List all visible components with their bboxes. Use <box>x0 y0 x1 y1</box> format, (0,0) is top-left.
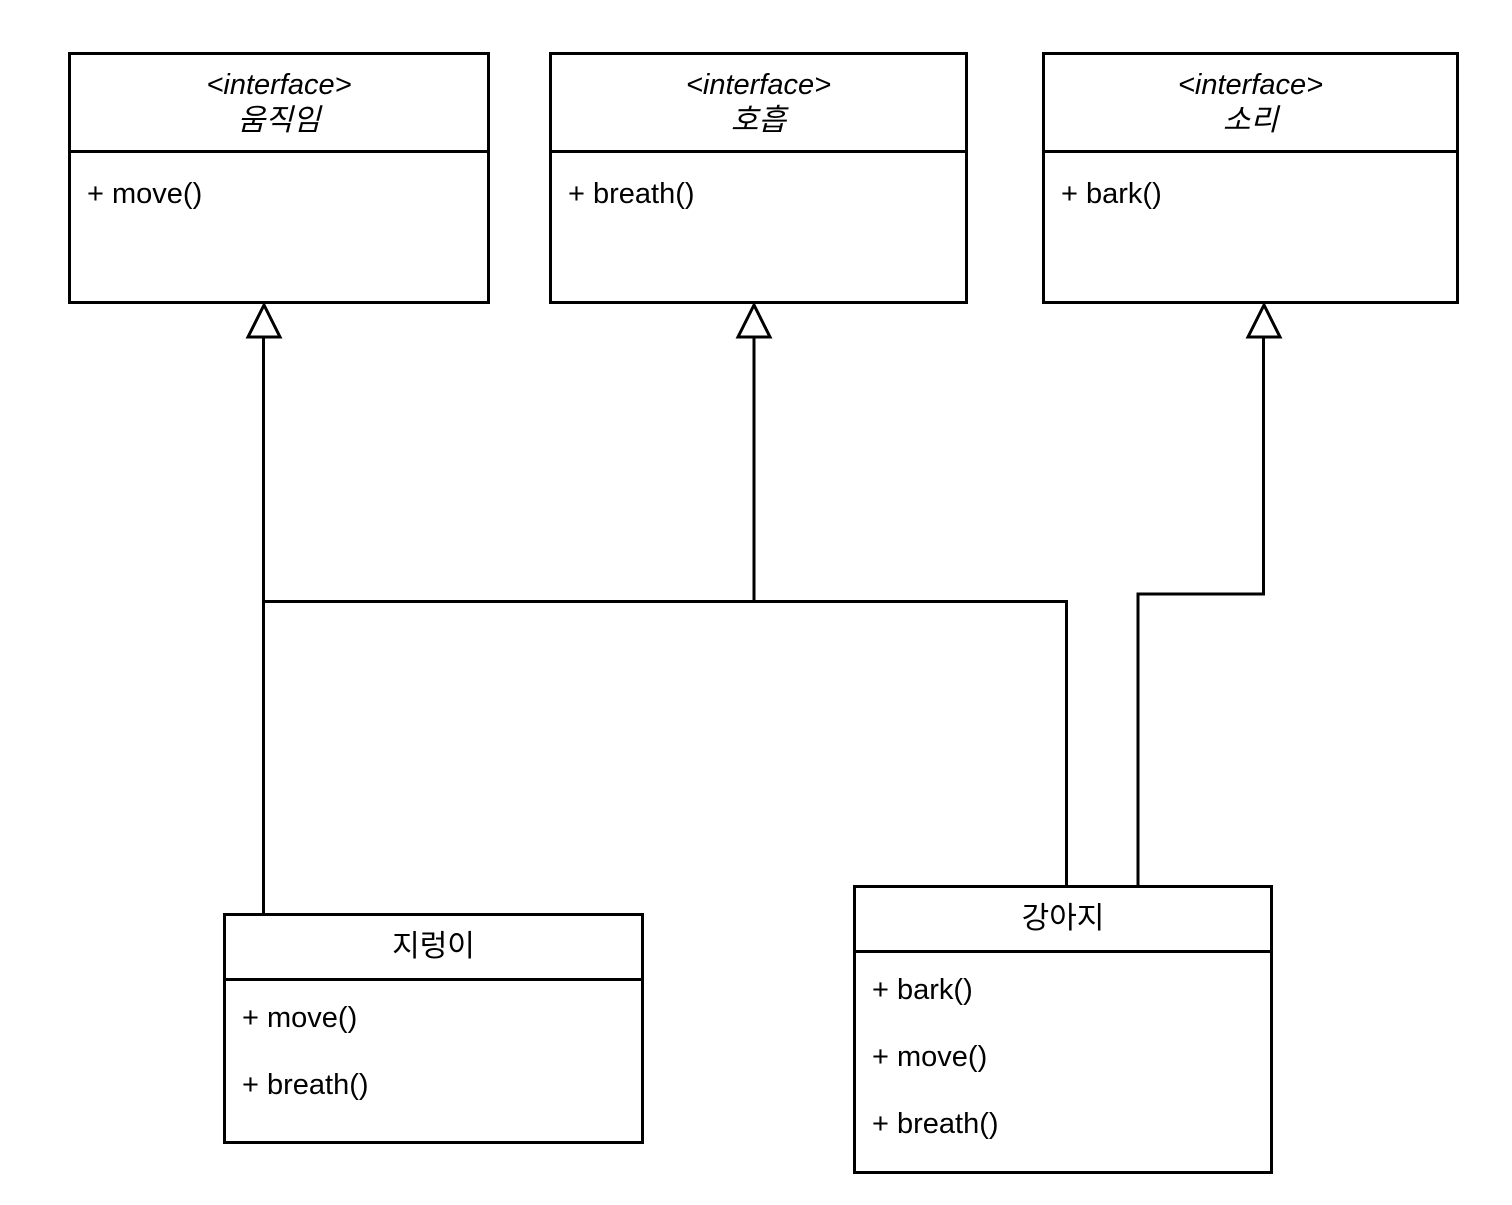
method-label: + breath() <box>872 1108 999 1140</box>
method-label: + move() <box>242 1002 358 1034</box>
realization-arrowhead-breathing-icon <box>735 301 773 339</box>
interface-header-breathing: <interface> 호흡 <box>552 55 965 153</box>
method-label: + breath() <box>242 1069 369 1101</box>
class-box-puppy: 강아지 + bark() + move() + breath() <box>853 885 1273 1174</box>
method-label: + bark() <box>1061 178 1162 210</box>
interface-stereotype: <interface> <box>1177 68 1324 101</box>
realization-line-puppy-to-sound <box>1136 337 1265 887</box>
method-label: + move() <box>872 1041 988 1073</box>
interface-name-movement: 움직임 <box>237 103 321 137</box>
realization-line-branch-to-puppy <box>263 600 1068 887</box>
interface-members-movement: + move() <box>71 153 487 211</box>
realization-arrowhead-sound-icon <box>1245 301 1283 339</box>
class-box-earthworm: 지렁이 + move() + breath() <box>223 913 644 1144</box>
method-label: + breath() <box>568 178 695 210</box>
class-name-puppy: 강아지 <box>1021 902 1105 935</box>
interface-box-sound: <interface> 소리 + bark() <box>1042 52 1459 304</box>
interface-stereotype: <interface> <box>206 68 352 101</box>
method-label: + bark() <box>872 974 973 1006</box>
class-header-earthworm: 지렁이 <box>226 916 641 981</box>
interface-name-sound: 소리 <box>1222 103 1279 137</box>
class-members-puppy: + bark() + move() + breath() <box>856 953 1270 1141</box>
interface-box-movement: <interface> 움직임 + move() <box>68 52 490 304</box>
interface-box-breathing: <interface> 호흡 + breath() <box>549 52 968 304</box>
method-label: + move() <box>87 178 203 210</box>
interface-header-movement: <interface> 움직임 <box>71 55 487 153</box>
class-header-puppy: 강아지 <box>856 888 1270 953</box>
interface-members-sound: + bark() <box>1045 153 1456 211</box>
interface-name-breathing: 호흡 <box>730 103 787 137</box>
realization-arrowhead-movement-icon <box>245 301 283 339</box>
class-name-earthworm: 지렁이 <box>392 930 475 963</box>
interface-members-breathing: + breath() <box>552 153 965 211</box>
interface-stereotype: <interface> <box>685 68 832 101</box>
interface-header-sound: <interface> 소리 <box>1045 55 1456 153</box>
class-members-earthworm: + move() + breath() <box>226 981 641 1102</box>
